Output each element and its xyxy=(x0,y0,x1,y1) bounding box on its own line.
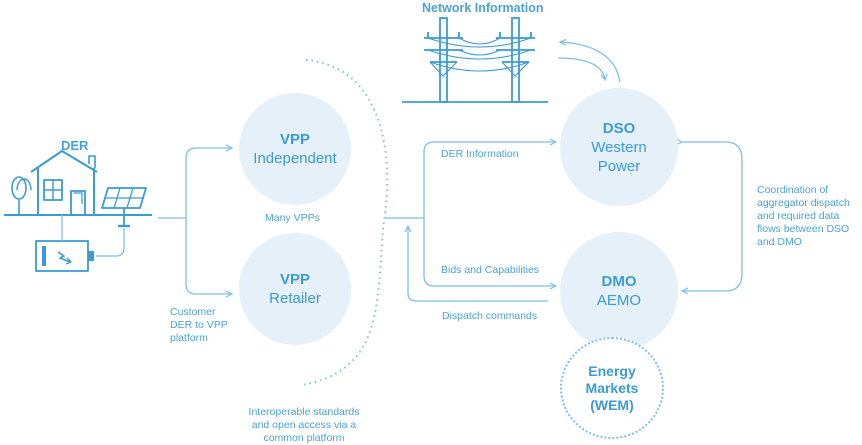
bids-arrow xyxy=(423,218,556,286)
dmo-subtitle: AEMO xyxy=(596,292,642,309)
der-title: DER xyxy=(61,138,89,153)
interop-line1: Interoperable standards xyxy=(248,406,360,418)
dispatch-commands-label: Dispatch commands xyxy=(442,310,538,322)
coordination-label: Coordination of aggregator dispatch and … xyxy=(757,184,850,249)
energy-line1: Energy xyxy=(588,362,636,379)
energy-line2: Markets xyxy=(585,379,639,396)
network-to-dso-arrow xyxy=(557,57,605,80)
interop-line3: common platform xyxy=(263,432,345,444)
vpp-independent-subtitle: Independent xyxy=(253,150,337,167)
dso-line2: Power xyxy=(597,157,641,175)
customer-der-line1: Customer xyxy=(170,306,216,318)
network-information-title: Network Information xyxy=(422,1,544,15)
dso-node: DSO Western Power xyxy=(560,88,678,206)
dso-title: DSO xyxy=(602,119,636,137)
dmo-title: DMO xyxy=(601,273,637,290)
power-pole-icon xyxy=(402,17,548,103)
coordination-line1: Coordination of xyxy=(757,184,829,196)
coordination-line2: aggregator dispatch xyxy=(757,197,850,209)
dispatch-arrow xyxy=(408,226,548,302)
der-to-vpp-independent-arrow xyxy=(185,148,232,218)
dso-to-network-arrow xyxy=(560,42,621,83)
vpp-retailer-subtitle: Retailer xyxy=(269,290,321,307)
coordination-line4: flows between DSO xyxy=(757,223,850,235)
vpp-independent-node: VPP Independent xyxy=(239,93,351,205)
customer-der-line2: DER to VPP xyxy=(170,319,228,331)
dso-line1: Western xyxy=(591,138,647,156)
coordination-loop xyxy=(682,142,743,291)
vpp-independent-title: VPP xyxy=(279,131,310,148)
vpp-retailer-node: VPP Retailer xyxy=(239,233,351,345)
customer-der-line3: platform xyxy=(170,332,208,344)
coordination-line5: and DMO xyxy=(757,236,802,248)
energy-line3: (WEM) xyxy=(590,396,634,413)
energy-markets-node: Energy Markets (WEM) xyxy=(560,337,664,439)
bids-capabilities-label: Bids and Capabilities xyxy=(441,264,540,276)
interop-line2: and open access via a xyxy=(251,419,357,431)
platform-divider xyxy=(301,59,389,386)
interoperable-label: Interoperable standards and open access … xyxy=(238,406,370,445)
der-information-label: DER Information xyxy=(441,148,519,160)
vpp-retailer-title: VPP xyxy=(279,271,310,288)
der-to-vpp-retailer-arrow xyxy=(185,218,232,294)
der-information-arrow xyxy=(423,142,556,218)
coordination-line3: and required data xyxy=(757,210,840,222)
customer-der-label: Customer DER to VPP platform xyxy=(170,306,228,345)
many-vpps-label: Many VPPs xyxy=(265,212,320,224)
dmo-node: DMO AEMO xyxy=(560,232,678,350)
house-solar-battery-icon xyxy=(4,150,152,272)
